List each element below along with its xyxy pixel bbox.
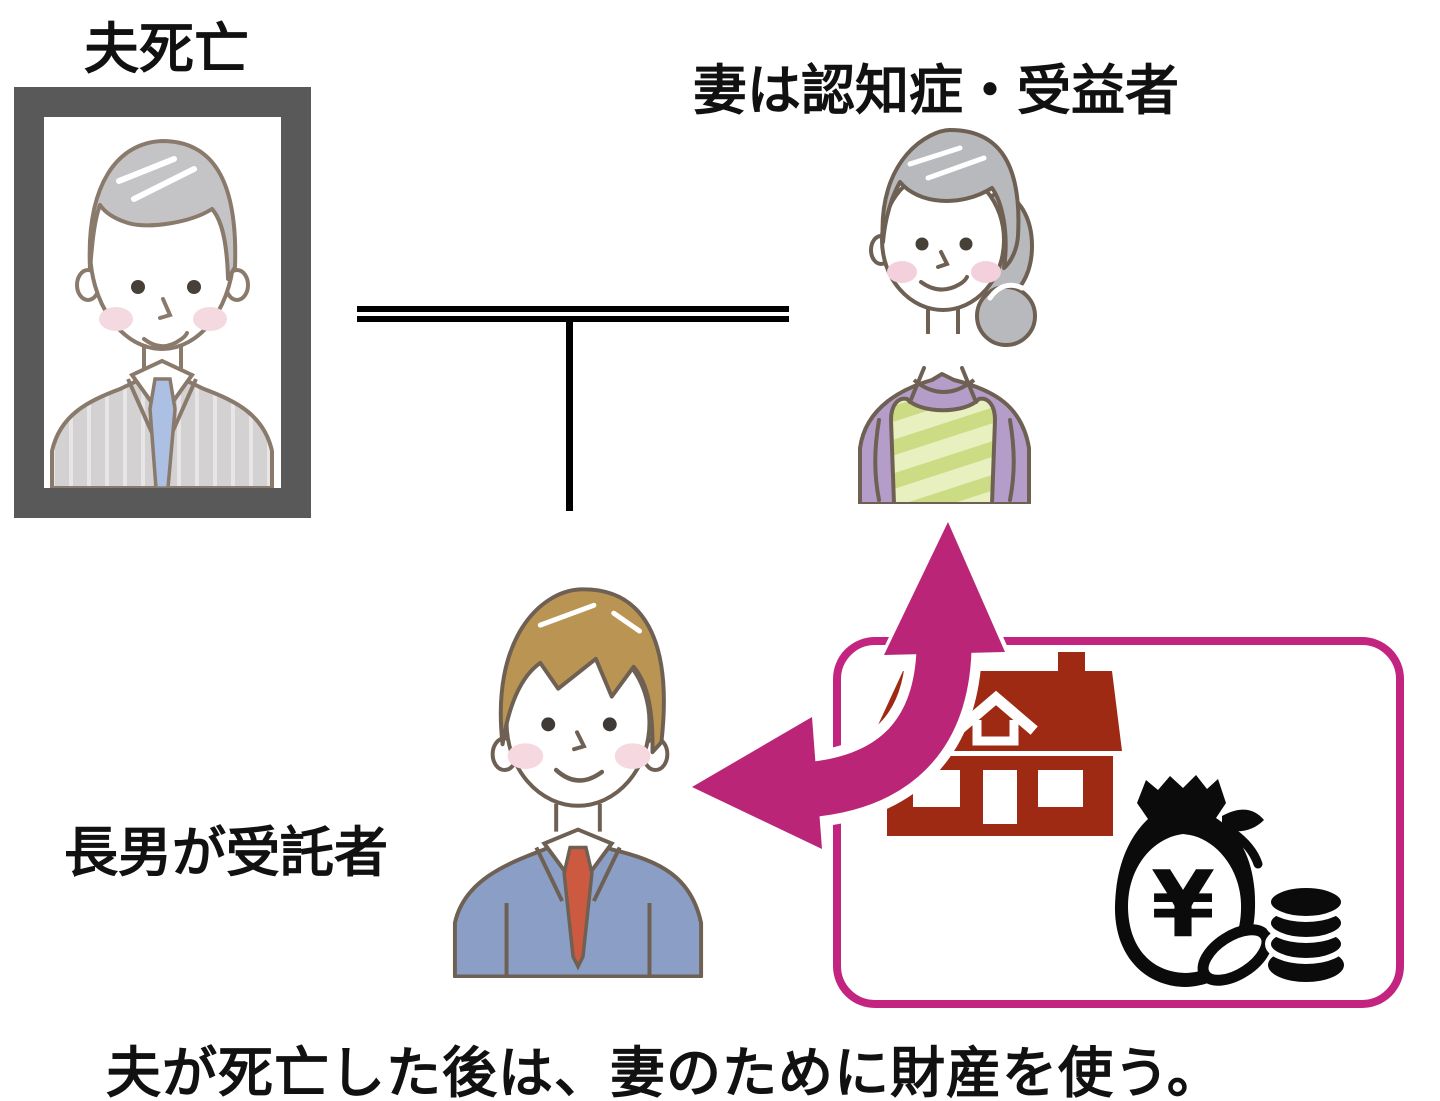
husband-eye-left (131, 280, 145, 294)
wife-apron-straps (908, 366, 978, 404)
husband-mouth (142, 331, 189, 349)
house-door (983, 770, 1017, 824)
son-cheek-right (614, 743, 651, 770)
wife-apron (889, 396, 997, 504)
wife-hair-bun (975, 285, 1037, 347)
son-eye-left (541, 717, 556, 732)
husband-hair-highlight (116, 156, 197, 202)
wife-cheek-right (971, 261, 1001, 283)
caption-text: 夫が死亡した後は、妻のために財産を使う。 (106, 1041, 1223, 1101)
flow-arrowhead-left (692, 717, 822, 849)
husband-status-label: 夫死亡 (84, 17, 250, 81)
money-bag-ribbon-tail (1227, 827, 1263, 869)
yen-symbol: ¥ (1151, 851, 1215, 958)
money-bag-inner (1128, 834, 1242, 973)
husband-lapels (126, 378, 198, 434)
coin-stack-icon (1265, 882, 1347, 982)
son-mouth (553, 767, 605, 783)
wife-status-label: 妻は認知症・受益者 (693, 59, 1179, 122)
son-hair-highlight (537, 602, 643, 634)
husband-cheek-left (99, 307, 133, 331)
wife-eye-right (959, 237, 973, 251)
money-bag-icon: ¥ (1114, 775, 1347, 987)
son-neck (554, 803, 602, 832)
flow-arrow-band (803, 648, 972, 818)
house-window-right (1038, 770, 1083, 807)
wife-nose (936, 250, 950, 269)
wife-hair-highlight (907, 145, 987, 181)
son-lapels (534, 846, 622, 902)
wife-cheek-left (887, 261, 917, 283)
wife-arms (873, 418, 1016, 502)
marriage-line-top (357, 306, 789, 312)
wife-mouth (919, 275, 969, 292)
coin-icon (1197, 924, 1273, 986)
wife-neck (926, 308, 960, 334)
wife-illustration-icon (858, 128, 1037, 504)
son-eye-right (602, 717, 617, 732)
husband-nose (158, 297, 173, 320)
husband-illustration-icon (50, 139, 274, 488)
memorial-photo-frame (14, 87, 311, 518)
son-tie (562, 845, 594, 971)
flow-arrowhead-up (884, 522, 1005, 655)
husband-cheek-right (193, 307, 227, 331)
son-hair (498, 587, 666, 755)
son-nose (572, 730, 587, 752)
husband-tie (148, 377, 177, 488)
house-attic-chevron (954, 690, 1038, 735)
house-attic-window (972, 720, 1019, 746)
coin-stack-4 (1265, 882, 1347, 922)
wife-eye-left (915, 237, 929, 251)
marriage-line-bottom (357, 316, 789, 322)
child-connector-line (566, 322, 573, 511)
husband-eye-right (187, 280, 201, 294)
son-status-label: 長男が受託者 (64, 821, 388, 884)
wife-bun-highlight (987, 282, 1025, 301)
son-illustration-icon (452, 587, 704, 978)
son-suit-creases (504, 903, 652, 977)
son-cheek-left (507, 743, 544, 770)
flow-arrow-icon (682, 514, 1013, 858)
husband-neck (142, 345, 183, 369)
money-bag-ribbon (1222, 809, 1264, 832)
